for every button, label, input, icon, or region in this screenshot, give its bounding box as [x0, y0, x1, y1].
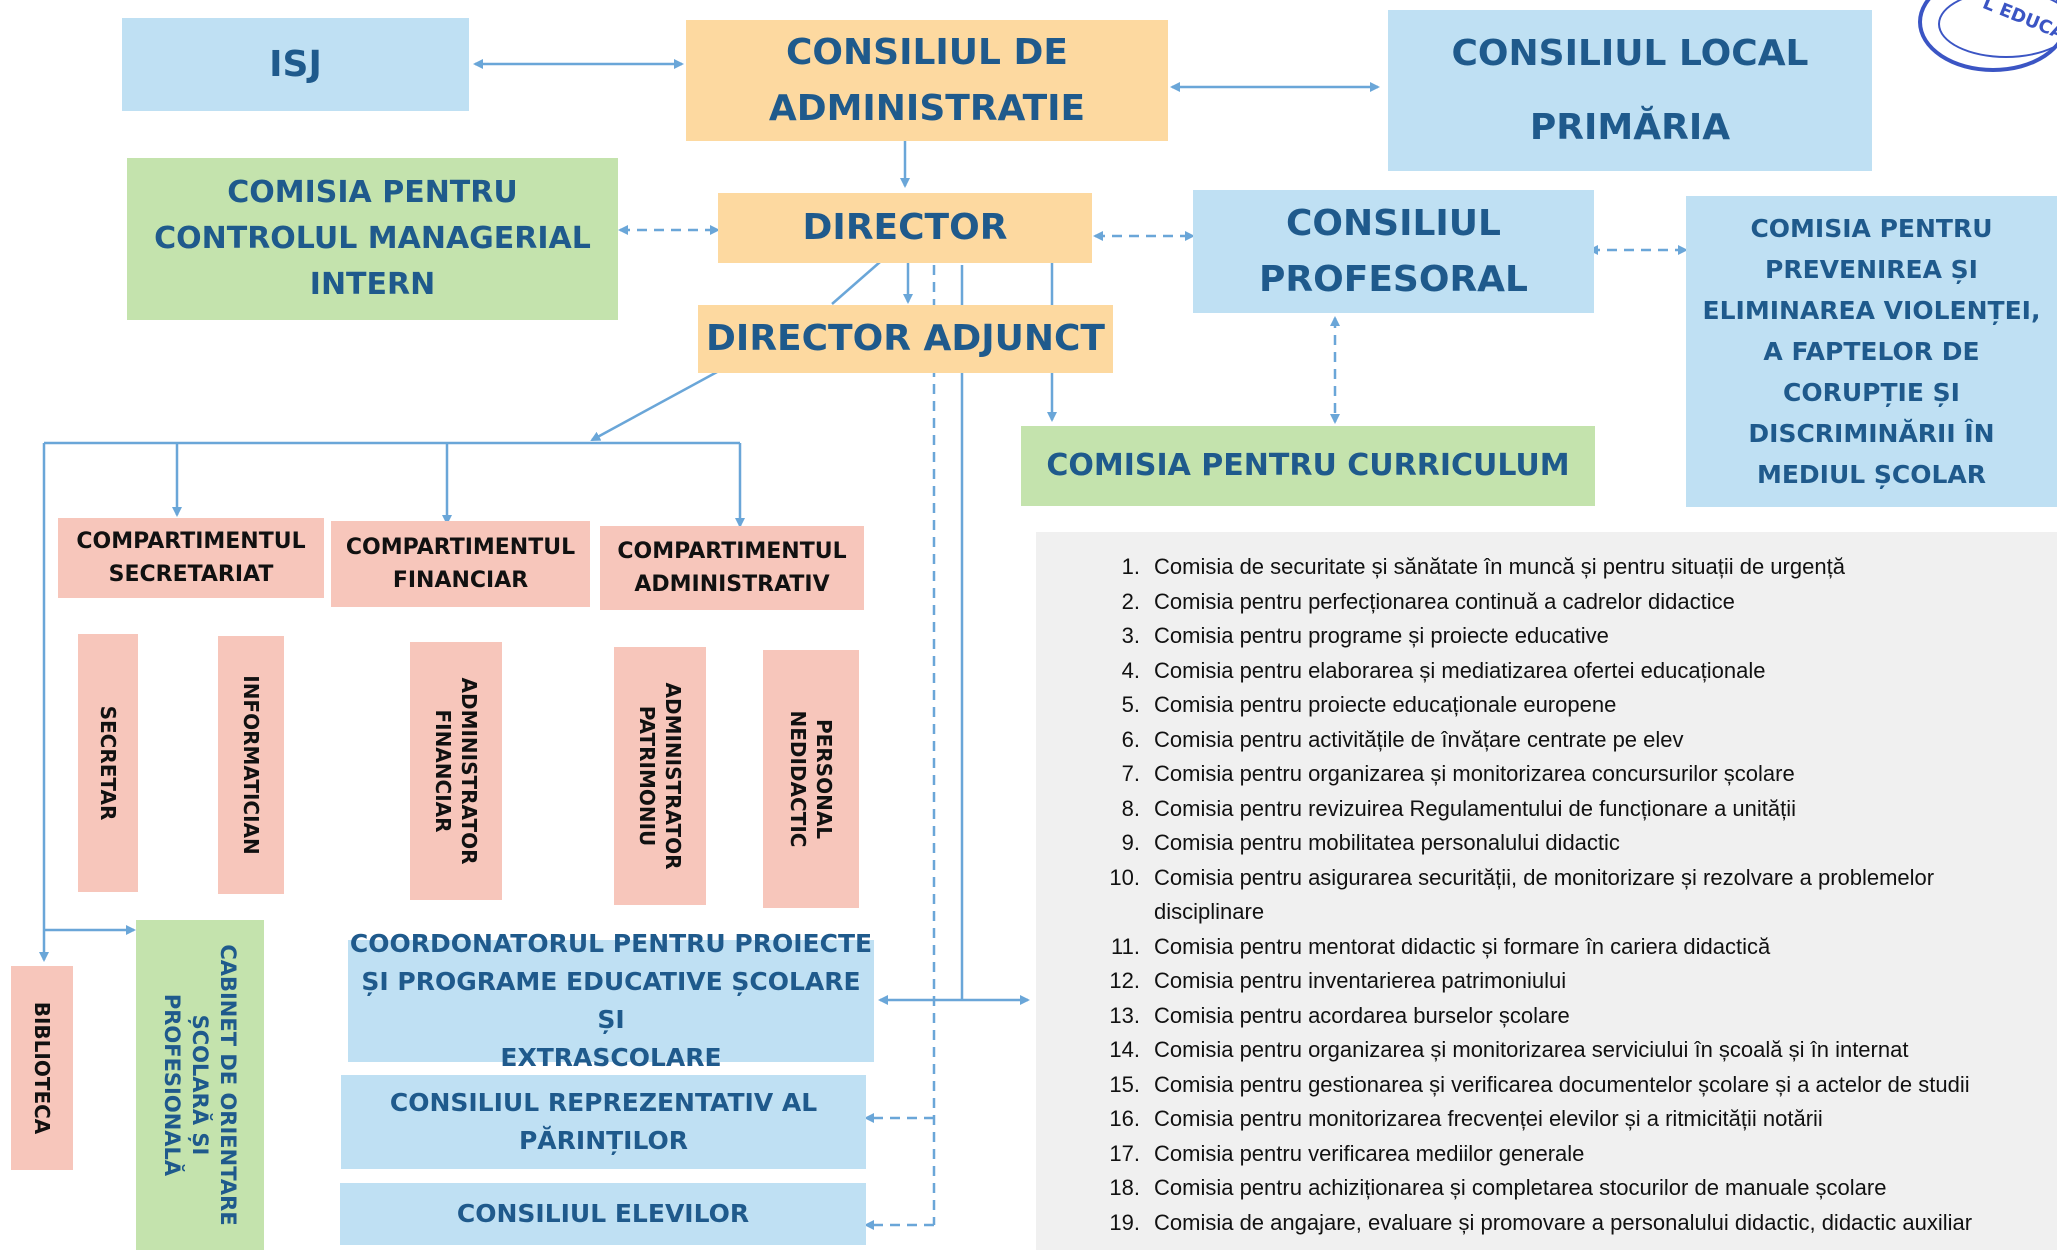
- consiliul-profesoral-box: CONSILIUL PROFESORAL: [1193, 190, 1594, 313]
- commission-item: 18. Comisia pentru achiziționarea și comp…: [1096, 1171, 2057, 1206]
- local-line-2: PRIMĂRIA: [1529, 106, 1731, 148]
- personal-nedidactic-box: PERSONAL NEDIDACTIC: [763, 650, 859, 908]
- compartiment-secretariat-box: COMPARTIMENTUL SECRETARIAT: [58, 518, 324, 598]
- commission-item: 8. Comisia pentru revizuirea Regulamentul…: [1096, 792, 2057, 827]
- commission-text: Comisia pentru activitățile de învățare …: [1154, 726, 1684, 752]
- isj-label: ISJ: [269, 43, 322, 85]
- consiliul-administratie-box: CONSILIUL DE ADMINISTRATIE: [686, 20, 1168, 141]
- stamp-seal: L EDUCAT: [1918, 0, 2057, 72]
- commission-number: 8.: [1121, 795, 1140, 821]
- secretar-label: SECRETAR: [96, 705, 120, 821]
- commission-text: Comisia pentru revizuirea Regulamentului…: [1154, 795, 1797, 821]
- commission-number: 9.: [1121, 830, 1140, 855]
- commission-item: 12. Comisia pentru inventarierea patrimon…: [1096, 964, 2057, 999]
- commission-number: 6.: [1121, 726, 1140, 752]
- commission-item: 15. Comisia pentru gestionarea și verific…: [1096, 1068, 2057, 1103]
- commission-number: 4.: [1121, 657, 1140, 683]
- commission-number: 16.: [1109, 1106, 1140, 1131]
- commission-item: 6. Comisia pentru activitățile de învățar…: [1096, 723, 2057, 758]
- comisia-curriculum-box: COMISIA PENTRU CURRICULUM: [1021, 426, 1595, 506]
- commission-text: Comisia de angajare, evaluare și promova…: [1154, 1209, 1973, 1235]
- local-line-1: CONSILIUL LOCAL: [1451, 32, 1809, 74]
- comisia-violenta-box: COMISIA PENTRU PREVENIREA ȘI ELIMINAREA …: [1686, 196, 2057, 507]
- commission-number: 17.: [1109, 1140, 1140, 1166]
- director-box: DIRECTOR: [718, 193, 1092, 263]
- consiliul-local-box: CONSILIUL LOCAL PRIMĂRIA: [1388, 10, 1872, 171]
- director-label: DIRECTOR: [802, 207, 1008, 248]
- commission-text: Comisia pentru organizarea și monitoriza…: [1154, 761, 1795, 786]
- commission-item: 9. Comisia pentru mobilitatea personalulu…: [1096, 826, 2057, 861]
- commission-item: 17. Comisia pentru verificarea mediilor g…: [1096, 1137, 2057, 1172]
- commission-item: 11. Comisia pentru mentorat didactic și f…: [1096, 930, 2057, 965]
- compartiment-administrativ-box: COMPARTIMENTUL ADMINISTRATIV: [600, 526, 864, 610]
- link-director-diag: [831, 261, 881, 305]
- commission-number: 13.: [1109, 1002, 1140, 1028]
- commission-item: 16. Comisia pentru monitorizarea frecvenț…: [1096, 1102, 2057, 1137]
- cabinet-orientare-box: CABINET DE ORIENTARE ȘCOLARĂ ȘI PROFESIO…: [136, 920, 264, 1250]
- administrator-patrimoniu-box: ADMINISTRATOR PATRIMONIU: [614, 647, 706, 905]
- commission-item: 3. Comisia pentru programe și proiecte ed…: [1096, 619, 2057, 654]
- commission-text: Comisia de securitate și sănătate în mun…: [1154, 554, 1845, 579]
- commission-number: 12.: [1109, 968, 1140, 993]
- director-adjunct-box: DIRECTOR ADJUNCT: [698, 305, 1113, 373]
- commissions-list-panel: 1. Comisia de securitate și sănătate în m…: [1036, 532, 2057, 1250]
- commission-number: 18.: [1109, 1175, 1140, 1200]
- curriculum-label: COMISIA PENTRU CURRICULUM: [1046, 448, 1570, 483]
- consiliul-elevilor-label: CONSILIUL ELEVILOR: [456, 1199, 750, 1228]
- commission-text: Comisia pentru perfecționarea continuă a…: [1154, 588, 1735, 614]
- commissions-list: 1. Comisia de securitate și sănătate în m…: [1096, 550, 2057, 1240]
- commission-item: 4. Comisia pentru elaborarea și mediatiza…: [1096, 654, 2057, 689]
- commission-number: 10.: [1109, 864, 1140, 890]
- commission-text: Comisia pentru mentorat didactic și form…: [1154, 933, 1771, 959]
- commission-number: 14.: [1109, 1037, 1140, 1062]
- commission-number: 19.: [1109, 1209, 1140, 1235]
- commission-text: Comisia pentru organizarea și monitoriza…: [1154, 1037, 1909, 1062]
- comisia-control-box: COMISIA PENTRU CONTROLUL MANAGERIAL INTE…: [127, 158, 618, 320]
- consiliul-elevilor-box: CONSILIUL ELEVILOR: [340, 1183, 866, 1245]
- informatician-box: INFORMATICIAN: [218, 636, 284, 894]
- commission-text: Comisia pentru proiecte educaționale eur…: [1154, 692, 1617, 717]
- commission-number: 1.: [1121, 554, 1140, 579]
- commission-number: 2.: [1121, 588, 1140, 614]
- commission-text: Comisia pentru verificarea mediilor gene…: [1154, 1140, 1585, 1166]
- secretar-box: SECRETAR: [78, 634, 138, 892]
- commission-text: Comisia pentru programe și proiecte educ…: [1154, 623, 1609, 648]
- commission-text: Comisia pentru inventarierea patrimoniul…: [1154, 968, 1567, 993]
- commission-item: 19. Comisia de angajare, evaluare și prom…: [1096, 1206, 2057, 1241]
- commission-item: 2. Comisia pentru perfecționarea continuă…: [1096, 585, 2057, 620]
- commission-text: Comisia pentru gestionarea și verificare…: [1154, 1071, 1970, 1097]
- commission-number: 5.: [1121, 692, 1140, 717]
- commission-text: Comisia pentru achiziționarea și complet…: [1154, 1175, 1887, 1200]
- biblioteca-box: BIBLIOTECA: [11, 966, 73, 1170]
- commission-text: Comisia pentru monitorizarea frecvenței …: [1154, 1106, 1823, 1131]
- commission-item: 13. Comisia pentru acordarea burselor șco…: [1096, 999, 2057, 1034]
- isj-box: ISJ: [122, 18, 469, 111]
- administrator-financiar-box: ADMINISTRATOR FINANCIAR: [410, 642, 502, 900]
- commission-number: 7.: [1121, 761, 1140, 786]
- commission-text: Comisia pentru acordarea burselor școlar…: [1154, 1002, 1570, 1028]
- commission-item: 7. Comisia pentru organizarea și monitori…: [1096, 757, 2057, 792]
- ca-line-2: ADMINISTRATIE: [768, 87, 1086, 129]
- commission-text: Comisia pentru asigurarea securității, d…: [1154, 864, 1935, 925]
- commission-text: Comisia pentru mobilitatea personalului …: [1154, 830, 1620, 855]
- commission-number: 15.: [1109, 1071, 1140, 1097]
- director-adjunct-label: DIRECTOR ADJUNCT: [706, 318, 1105, 359]
- informatician-label: INFORMATICIAN: [239, 675, 263, 855]
- coordonator-proiecte-box: COORDONATORUL PENTRU PROIECTE ȘI PROGRAM…: [348, 929, 874, 1072]
- commission-number: 3.: [1121, 623, 1140, 648]
- biblioteca-label: BIBLIOTECA: [30, 1001, 54, 1135]
- commission-item: 10. Comisia pentru asigurarea securității…: [1096, 861, 2057, 930]
- commission-item: 14. Comisia pentru organizarea și monitor…: [1096, 1033, 2057, 1068]
- compartiment-financiar-box: COMPARTIMENTUL FINANCIAR: [331, 521, 590, 607]
- commission-text: Comisia pentru elaborarea și mediatizare…: [1154, 657, 1766, 683]
- consiliul-parinti-box: CONSILIUL REPREZENTATIV AL PĂRINȚILOR: [341, 1075, 866, 1169]
- commission-item: 5. Comisia pentru proiecte educaționale e…: [1096, 688, 2057, 723]
- ca-line-1: CONSILIUL DE: [786, 31, 1068, 73]
- commission-number: 11.: [1111, 933, 1140, 959]
- commission-item: 1. Comisia de securitate și sănătate în m…: [1096, 550, 2057, 585]
- link-adjunct-comp: [590, 370, 718, 442]
